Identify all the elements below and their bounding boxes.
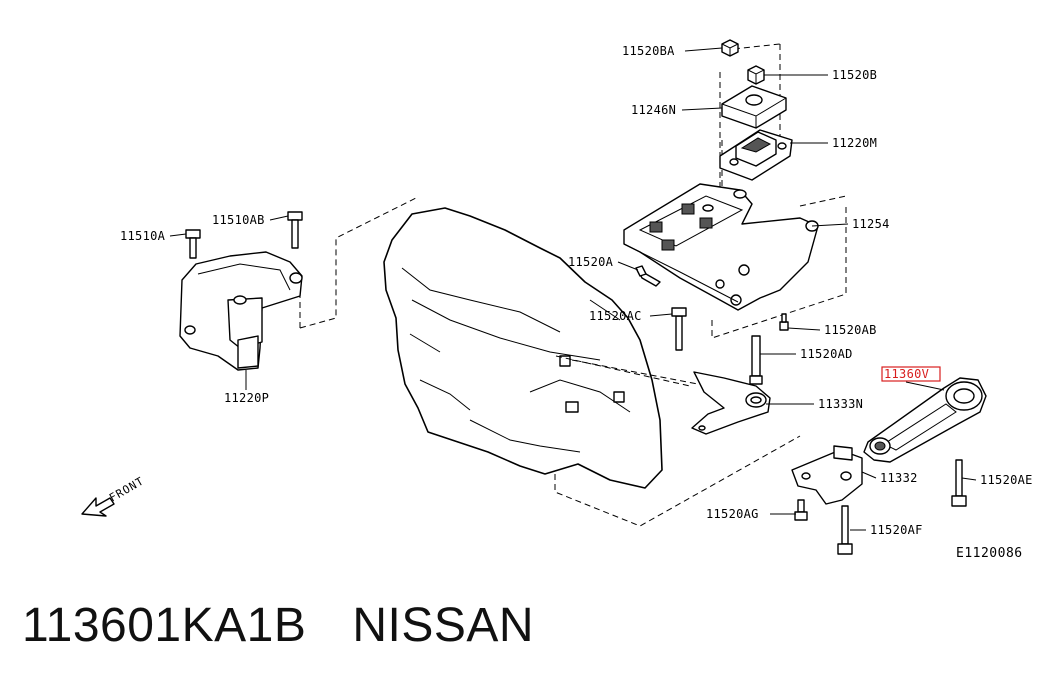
bracket-11332: [791, 445, 863, 505]
caption-part-number: 113601KA1B: [22, 599, 307, 652]
bolt-11510AB: [287, 211, 303, 249]
front-label: FRONT: [107, 474, 147, 504]
bolt-11520AE: [951, 459, 967, 507]
bracket-11254: [623, 183, 819, 311]
bolt-11520AC: [671, 307, 687, 351]
label-11254: 11254: [852, 217, 890, 231]
rod-11360V: [863, 377, 987, 463]
insulator-11220M: [719, 129, 793, 181]
label-11360V: 11360V: [884, 367, 929, 381]
label-11220M: 11220M: [832, 136, 877, 150]
nut-11520BA: [721, 39, 739, 57]
label-11333N: 11333N: [818, 397, 863, 411]
plate-11246N: [721, 85, 787, 129]
label-11510AB: 11510AB: [212, 213, 265, 227]
nut-11520B: [747, 65, 765, 85]
label-11520AD: 11520AD: [800, 347, 853, 361]
label-11520AE: 11520AE: [980, 473, 1033, 487]
label-11520A: 11520A: [568, 255, 614, 269]
label-11520BA: 11520BA: [622, 44, 675, 58]
bolt-11520AG: [794, 499, 808, 521]
front-arrow-icon: [81, 497, 115, 517]
bolt-11520AF: [837, 505, 853, 555]
leader-lines: [169, 47, 977, 531]
bolt-11520A: [635, 265, 661, 287]
bracket-11333N: [691, 371, 771, 435]
label-11520AG: 11520AG: [706, 507, 759, 521]
diagram-code: E1120086: [956, 546, 1023, 561]
bolt-11510A: [185, 229, 201, 259]
label-11520AB: 11520AB: [824, 323, 877, 337]
highlight-box-11360V: [881, 366, 941, 382]
caption: 113601KA1B NISSAN: [22, 598, 534, 653]
label-11220P: 11220P: [224, 391, 269, 405]
caption-brand: NISSAN: [352, 599, 535, 652]
engine-block: [383, 207, 741, 489]
label-11332: 11332: [880, 471, 918, 485]
mount-11220P: [179, 251, 303, 371]
label-11246N: 11246N: [631, 103, 676, 117]
bolt-11520AB: [779, 313, 789, 331]
label-11520AF: 11520AF: [870, 523, 923, 537]
label-11510A: 11510A: [120, 229, 166, 243]
label-11520AC: 11520AC: [589, 309, 642, 323]
front-indicator: FRONT: [81, 474, 147, 517]
part-labels: 11520BA 11520B 11246N 11220M 11254 11520…: [120, 44, 1033, 537]
bolt-11520AD: [749, 335, 763, 385]
label-11520B: 11520B: [832, 68, 877, 82]
